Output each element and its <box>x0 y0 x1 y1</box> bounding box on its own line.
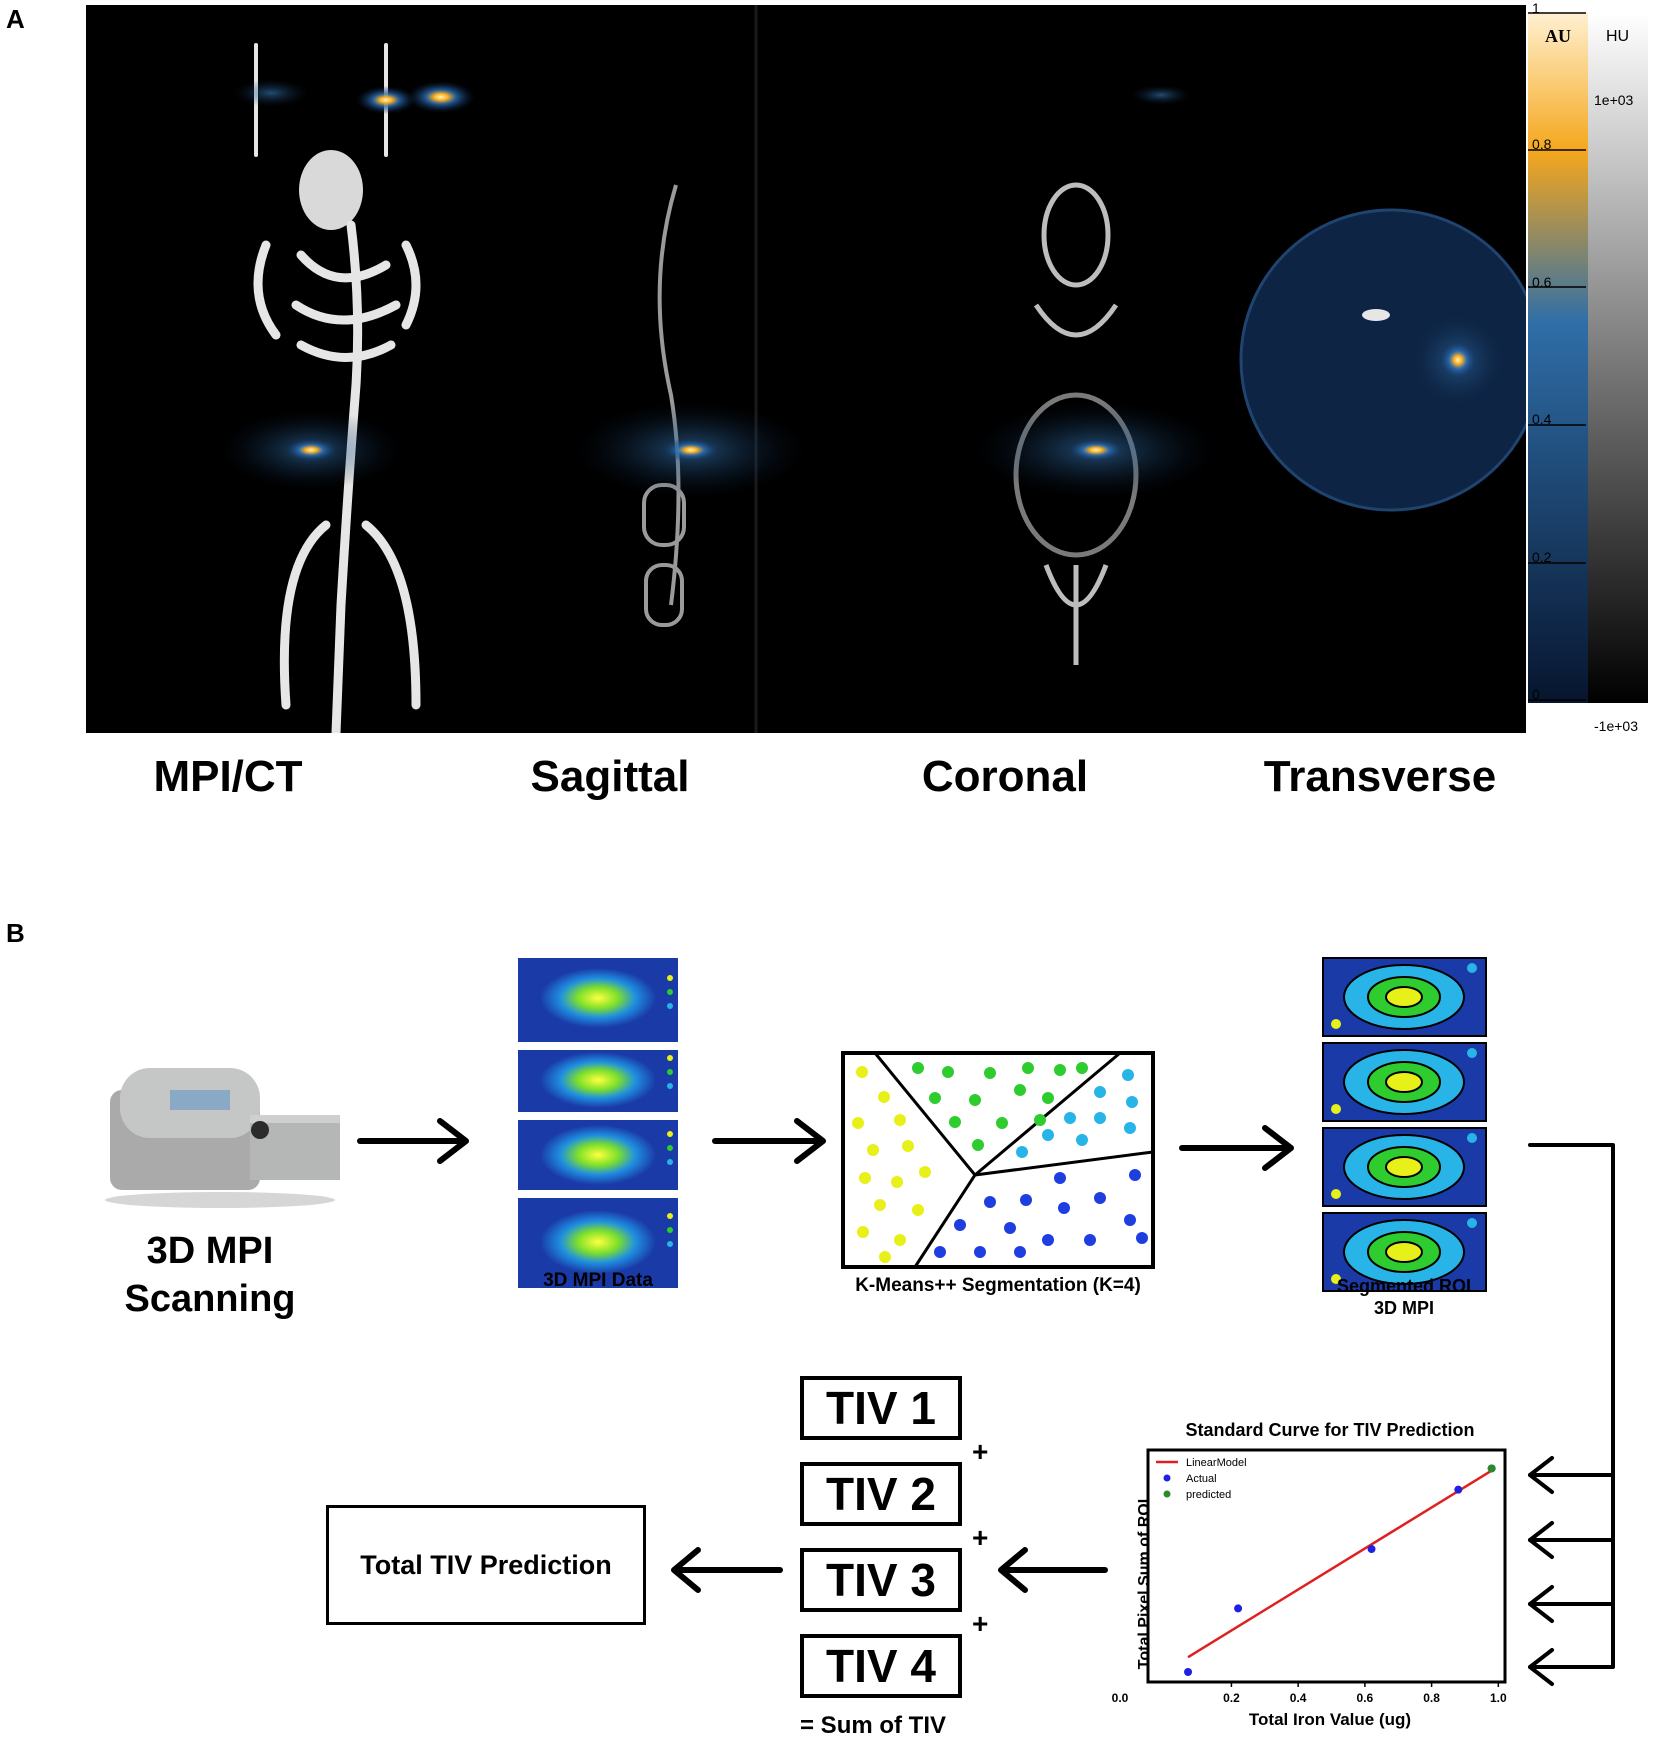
actual-point <box>1184 1668 1193 1676</box>
au-tick-0.4: 0.4 <box>1532 411 1552 427</box>
mouse-skeleton-3d <box>253 43 421 738</box>
chart-title: Standard Curve for TIV Prediction <box>1185 1420 1475 1440</box>
segmented-roi-stack <box>1322 957 1487 1292</box>
legend-actual-swatch <box>1163 1474 1171 1482</box>
panel-a-letter: A <box>6 4 25 34</box>
legend-predicted-swatch <box>1163 1490 1171 1498</box>
scanner-label-line1: 3D MPI <box>146 1230 274 1272</box>
plot-frame <box>1146 1448 1507 1684</box>
plus-sign-2: + <box>972 1522 989 1553</box>
tiv-box-3: TIV 3 <box>800 1548 962 1612</box>
au-tick-0.2: 0.2 <box>1532 549 1552 565</box>
au-colorbar <box>1528 13 1588 703</box>
view-label-sagittal: Sagittal <box>530 752 690 801</box>
legend-label: Actual <box>1186 1473 1217 1485</box>
tiv-box-4: TIV 4 <box>800 1634 962 1698</box>
linear-model-line <box>1187 1469 1493 1659</box>
segmented-caption-line1: Segmented ROI <box>1336 1276 1472 1296</box>
kmeans-caption: K-Means++ Segmentation (K=4) <box>855 1275 1141 1296</box>
hu-unit-label: HU <box>1606 28 1630 45</box>
hu-tick-min: -1e+03 <box>1594 718 1638 734</box>
segmented-caption-line2: 3D MPI <box>1373 1298 1434 1318</box>
plus-sign-3: + <box>972 1608 989 1639</box>
x-tick-label: 1.0 <box>1490 1691 1507 1705</box>
chart-ylabel: Total Pixel Sum of ROI <box>1136 1498 1153 1670</box>
au-tick-0.8: 0.8 <box>1532 136 1552 152</box>
hu-tick-max: 1e+03 <box>1594 92 1634 108</box>
x-tick-label: 0.4 <box>1290 1691 1307 1705</box>
hu-colorbar <box>1588 13 1648 703</box>
connector-segmented-to-curve <box>1528 1143 1615 1669</box>
mpi-ct-figure <box>86 5 1653 738</box>
view-label-transverse: Transverse <box>1263 752 1497 801</box>
actual-point <box>1454 1485 1463 1494</box>
au-unit-label: AU <box>1545 26 1571 46</box>
mpi-data-caption: 3D MPI Data <box>543 1270 653 1291</box>
mpi-ct-image-panel <box>86 5 1653 738</box>
legend-label: LinearModel <box>1186 1457 1247 1469</box>
actual-point <box>1234 1604 1243 1613</box>
au-tick-1: 1 <box>1532 0 1540 16</box>
predicted-point <box>1487 1464 1496 1473</box>
x-tick-label: 0.8 <box>1423 1691 1440 1705</box>
legend-label: predicted <box>1186 1489 1231 1501</box>
view-label-mpi-ct: MPI/CT <box>153 752 303 801</box>
total-tiv-prediction-box: Total TIV Prediction <box>326 1505 646 1625</box>
kmeans-voronoi <box>841 1051 1155 1269</box>
mpi-scanner-image <box>100 1060 340 1210</box>
actual-point <box>1367 1545 1376 1554</box>
au-tick-0.6: 0.6 <box>1532 274 1552 290</box>
x-tick-label: 0.6 <box>1357 1691 1374 1705</box>
plus-sign-1: + <box>972 1436 989 1467</box>
tiv-box-1: TIV 1 <box>800 1376 962 1440</box>
sum-of-tiv-label: = Sum of TIV <box>800 1712 947 1739</box>
standard-curve-chart: Standard Curve for TIV Prediction 0.0 0.2… <box>1100 1410 1520 1740</box>
x-tick-label: 0.2 <box>1223 1691 1240 1705</box>
x-tick-label: 0.0 <box>1112 1691 1129 1705</box>
scanner-label-line2: Scanning <box>124 1278 296 1320</box>
tiv-box-2: TIV 2 <box>800 1462 962 1526</box>
mpi-data-stack <box>518 958 678 1288</box>
panel-b-letter: B <box>6 918 25 948</box>
total-tiv-prediction-label: Total TIV Prediction <box>360 1549 612 1580</box>
au-tick-0: 0 <box>1532 686 1540 702</box>
chart-xlabel: Total Iron Value (ug) <box>1248 1710 1412 1729</box>
view-label-coronal: Coronal <box>921 752 1089 801</box>
